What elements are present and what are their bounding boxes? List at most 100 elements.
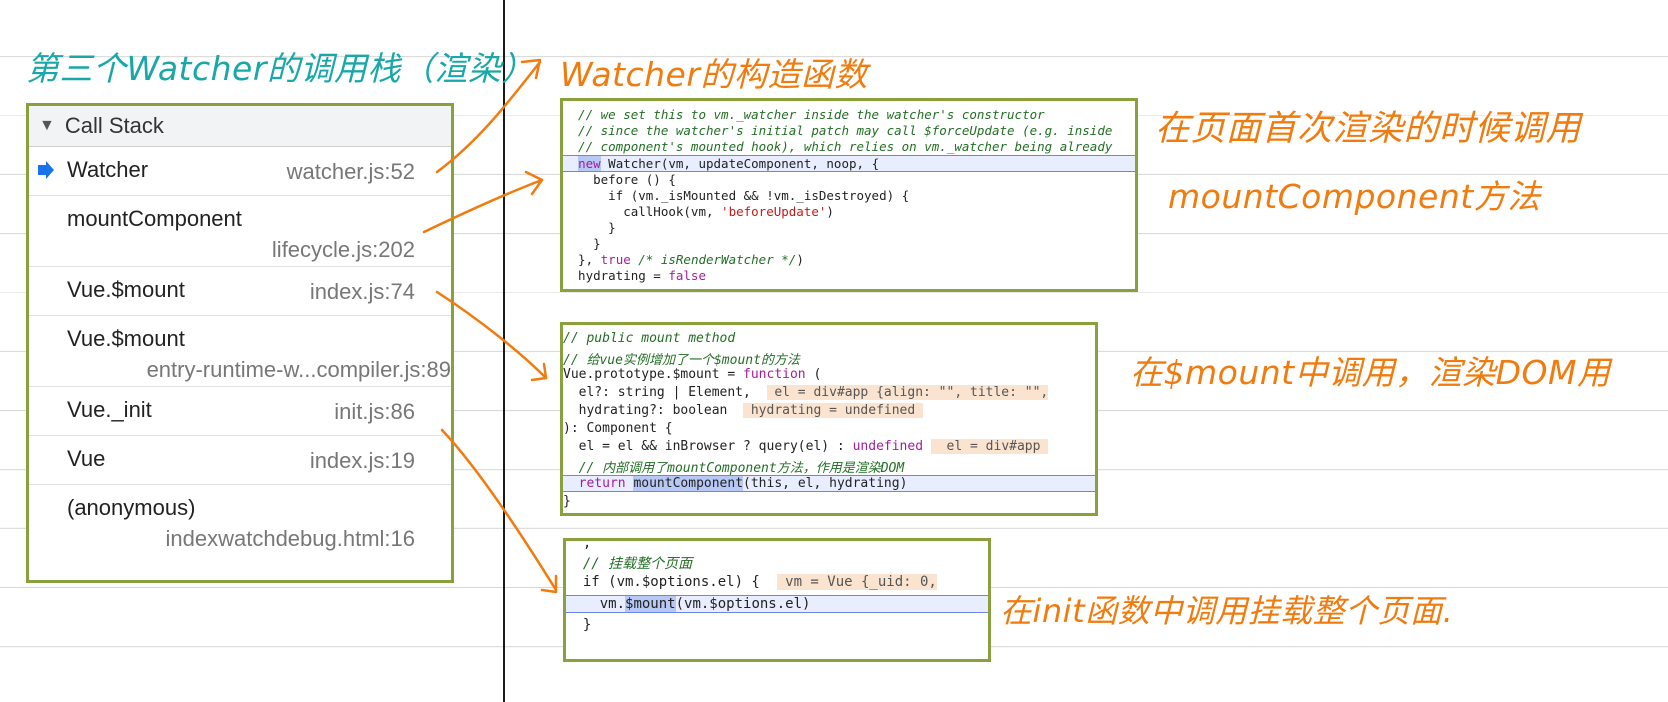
code-line-current[interactable]: new Watcher(vm, updateComponent, noop, { — [563, 155, 1135, 172]
code-line: el = el && inBrowser ? query(el) : undef… — [563, 439, 1095, 454]
code-text: }, — [563, 252, 601, 267]
code-text: (this, el, hydrating) — [743, 476, 908, 491]
code-keyword: true — [600, 252, 631, 267]
arrow-init-to-code3 — [440, 428, 558, 592]
arrowhead — [524, 170, 544, 196]
code-line: // we set this to vm._watcher inside the… — [563, 107, 1045, 122]
code-line: before () { — [563, 172, 676, 187]
code-text: hydrating = — [563, 268, 669, 283]
code-text: vm. — [566, 596, 626, 612]
code-line-current[interactable]: vm.$mount(vm.$options.el) — [566, 595, 988, 613]
frame-file[interactable]: watcher.js:52 — [286, 159, 415, 184]
code-text: el = el && inBrowser ? query(el) : — [563, 439, 853, 454]
arrowhead — [520, 58, 542, 80]
inline-value[interactable]: hydrating = undefined — [743, 403, 924, 418]
frame-name: Vue.$mount — [67, 277, 185, 302]
code-panel-mount-method: // public mount method // 给vue实例增加了一个$mo… — [560, 322, 1098, 516]
code-line: callHook(vm, 'beforeUpdate') — [563, 204, 1135, 219]
code-line: // 挂载整个页面 — [566, 556, 693, 572]
code-line: if (vm._isMounted && !vm._isDestroyed) { — [563, 188, 910, 203]
arrow-watcher-to-constructor — [435, 60, 542, 174]
code-line: } — [563, 220, 616, 235]
frame-name: Watcher — [67, 157, 149, 182]
annotation-init-call: 在init函数中调用挂载整个页面. — [1000, 592, 1454, 630]
annotation-stack-title: 第三个Watcher的调用栈（渲染） — [26, 49, 535, 88]
annotation-constructor: Watcher的构造函数 — [560, 55, 868, 94]
code-panel-watcher-constructor: // we set this to vm._watcher inside the… — [560, 98, 1138, 292]
arrow-mountcomponent-to-code1 — [422, 178, 544, 234]
frame-file[interactable]: indexwatchdebug.html:16 — [165, 526, 416, 551]
code-keyword: false — [668, 268, 706, 283]
stack-frame-vue-mount[interactable]: Vue.$mount index.js:74 — [29, 267, 451, 316]
code-text: if (vm.$options.el) { — [566, 574, 777, 590]
annotation-first-render: 在页面首次渲染的时候调用 — [1155, 109, 1582, 149]
code-text: ) — [826, 204, 834, 219]
call-stack-panel: ▼ Call Stack Watcher watcher.js:52 mount… — [26, 103, 454, 583]
code-text: callHook(vm, — [563, 204, 722, 219]
arrowhead — [530, 362, 548, 382]
code-line: , — [566, 538, 592, 551]
annotation-mountcomponent-method: mountComponent方法 — [1168, 177, 1541, 216]
frame-name: (anonymous) — [67, 495, 196, 520]
stack-frame-watcher[interactable]: Watcher watcher.js:52 — [29, 147, 451, 196]
frame-name: mountComponent — [67, 206, 242, 231]
code-line: Vue.prototype.$mount = function ( — [563, 367, 1095, 382]
code-line: } — [563, 236, 601, 251]
code-text: hydrating?: boolean — [563, 403, 744, 418]
code-line: // 内部调用了mountComponent方法，作用是渲染DOM — [563, 461, 905, 476]
frame-name: Vue — [67, 446, 106, 471]
arrowhead — [540, 574, 558, 594]
code-text: Watcher(vm, updateComponent, noop, { — [600, 156, 880, 171]
current-frame-arrow-icon — [38, 161, 54, 179]
code-line: hydrating?: boolean hydrating = undefine… — [563, 403, 1095, 418]
inline-value[interactable]: el = div#app {align: "", title: "", — [766, 385, 1049, 400]
code-keyword: new — [578, 156, 601, 171]
annotation-mount-call: 在$mount中调用，渲染DOM用 — [1130, 353, 1611, 392]
code-text: ( — [805, 367, 822, 382]
code-line: el?: string | Element, el = div#app {ali… — [563, 385, 1095, 400]
code-panel-init-mount: , // 挂载整个页面 if (vm.$options.el) { vm = V… — [563, 538, 991, 662]
frame-name: Vue.$mount — [67, 326, 185, 351]
code-line: }, true /* isRenderWatcher */) — [563, 252, 1135, 267]
frame-file[interactable]: entry-runtime-w...compiler.js:89 — [146, 357, 451, 382]
stack-frame-anonymous[interactable]: (anonymous) indexwatchdebug.html:16 — [29, 485, 451, 555]
code-line: ): Component { — [563, 421, 673, 436]
call-stack-title: Call Stack — [64, 113, 164, 138]
code-keyword: return — [563, 476, 626, 491]
code-line: // component's mounted hook), which reli… — [563, 139, 1113, 154]
inline-value[interactable]: el = div#app — [930, 439, 1049, 454]
code-text: ) — [796, 252, 804, 267]
code-line: // 给vue实例增加了一个$mount的方法 — [563, 353, 800, 368]
code-comment: /* isRenderWatcher */ — [630, 252, 797, 267]
code-text: (vm.$options.el) — [675, 596, 811, 612]
stack-frame-mountcomponent[interactable]: mountComponent lifecycle.js:202 — [29, 196, 451, 267]
page-divider-line — [503, 0, 505, 702]
code-string: 'beforeUpdate' — [721, 204, 827, 219]
call-stack-header[interactable]: ▼ Call Stack — [29, 106, 451, 147]
frame-file[interactable]: index.js:19 — [309, 448, 415, 473]
frame-file[interactable]: index.js:74 — [309, 279, 415, 304]
stack-frame-vue[interactable]: Vue index.js:19 — [29, 436, 451, 485]
collapse-triangle-icon[interactable]: ▼ — [39, 117, 55, 134]
code-line-current[interactable]: return mountComponent(this, el, hydratin… — [563, 475, 1095, 492]
frame-file[interactable]: init.js:86 — [334, 399, 415, 424]
code-keyword: undefined — [852, 439, 924, 454]
code-line: hydrating = false — [563, 268, 1135, 283]
frame-file[interactable]: lifecycle.js:202 — [271, 237, 415, 262]
code-selection: mountComponent — [633, 476, 744, 491]
code-line: } — [566, 617, 592, 633]
stack-frame-vue-init[interactable]: Vue._init init.js:86 — [29, 387, 451, 436]
code-line: } — [563, 494, 571, 509]
inline-value[interactable]: vm = Vue {_uid: 0, — [776, 574, 937, 590]
code-keyword: function — [743, 367, 806, 382]
code-line: if (vm.$options.el) { vm = Vue {_uid: 0, — [566, 574, 988, 590]
code-line: // public mount method — [563, 331, 736, 346]
arrow-mount-to-code2 — [435, 290, 548, 380]
stack-frame-vue-mount-compiler[interactable]: Vue.$mount entry-runtime-w...compiler.js… — [29, 316, 451, 387]
frame-name: Vue._init — [67, 397, 152, 422]
code-line: // since the watcher's initial patch may… — [563, 123, 1113, 138]
code-text: Vue.prototype.$mount = — [563, 367, 744, 382]
code-selection: $mount — [625, 596, 676, 612]
code-text: el?: string | Element, — [563, 385, 767, 400]
